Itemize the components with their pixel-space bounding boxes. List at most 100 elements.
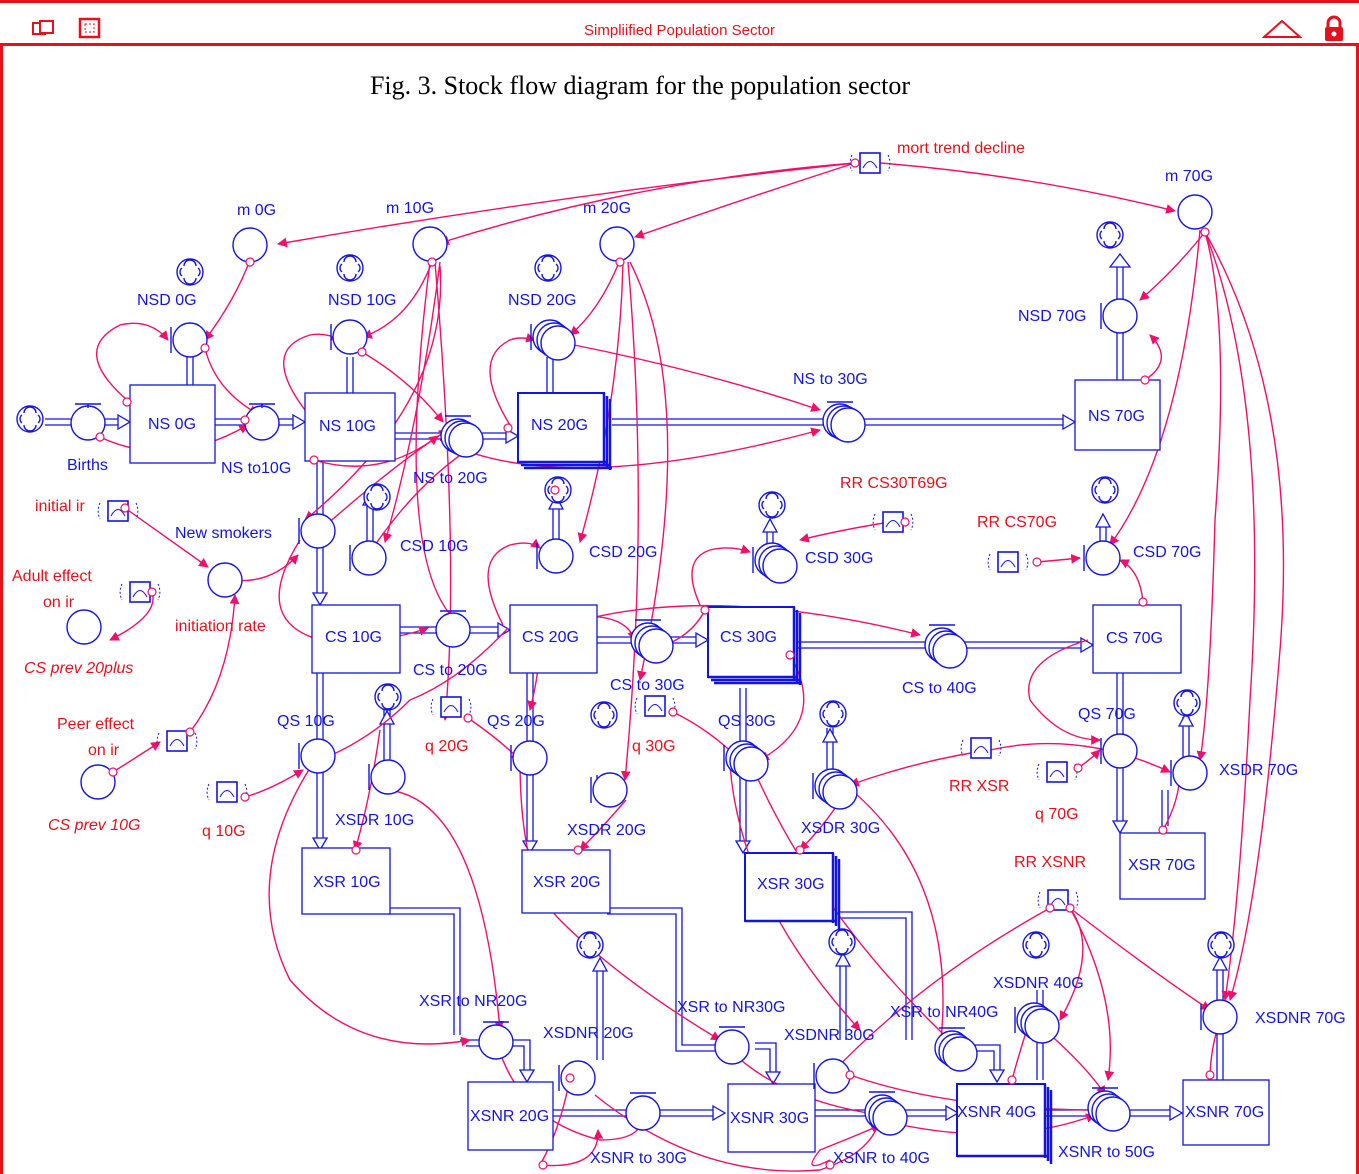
initiation-rate-label: initiation rate xyxy=(175,618,266,635)
cloud-icon xyxy=(576,931,604,959)
lookup-table-icon xyxy=(97,500,139,522)
cloud-icon xyxy=(1173,689,1201,717)
ns-to-10g-valve xyxy=(244,403,280,441)
xsnr-30g-label: XSNR 30G xyxy=(730,1110,809,1127)
lookup-table-icon xyxy=(960,737,1002,759)
xsdr-30g-label: XSDR 30G xyxy=(801,820,880,837)
rr-cs70g-label: RR CS70G xyxy=(977,514,1057,531)
adult-effect-on-ir-label: on ir xyxy=(43,594,75,611)
q-30g-label: q 30G xyxy=(632,738,676,755)
qs-10g-label: QS 10G xyxy=(277,713,335,730)
qs-20g-valve xyxy=(510,740,548,776)
xsnr-to-40g-valve xyxy=(864,1091,908,1136)
lookup-table-icon xyxy=(430,696,472,718)
flow-valves xyxy=(70,298,1238,1136)
peer-effect-on-ir-label: on ir xyxy=(88,742,120,759)
initial-ir-label: initial ir xyxy=(35,498,85,515)
nsd-0g-label: NSD 0G xyxy=(137,292,197,309)
xsr-to-nr20g-valve xyxy=(478,1021,514,1060)
cs-to-30g-valve xyxy=(630,619,674,664)
xsnr-20g-label: XSNR 20G xyxy=(470,1108,549,1125)
xsr-10g-label: XSR 10G xyxy=(313,874,381,891)
xsdr-30g-valve xyxy=(812,768,858,810)
lookup-table-icon xyxy=(849,152,891,174)
xsnr-40g-label: XSNR 40G xyxy=(957,1104,1036,1121)
ns-to-30g-valve xyxy=(822,401,866,443)
xsr-20g-label: XSR 20G xyxy=(533,874,601,891)
m-10g-label: m 10G xyxy=(386,200,434,217)
cloud-icon xyxy=(1096,221,1124,249)
cs-30g-label: CS 30G xyxy=(720,629,777,646)
cs-prev-10g-label: CS prev 10G xyxy=(48,817,140,834)
cs-to-30g-label: CS to 30G xyxy=(610,677,685,694)
peer-effect-label: Peer effect xyxy=(57,716,135,733)
q-10g-label: q 10G xyxy=(202,823,246,840)
nsd-70g-label: NSD 70G xyxy=(1018,308,1086,325)
xsdnr-20g-valve xyxy=(558,1060,596,1096)
xsdr-20g-label: XSDR 20G xyxy=(567,822,646,839)
cloud-icon xyxy=(1091,476,1119,504)
cs-prev-20plus-label: CS prev 20plus xyxy=(24,660,133,677)
xsdnr-20g-label: XSDNR 20G xyxy=(543,1025,634,1042)
cloud-icon xyxy=(1022,931,1050,959)
cloud-icon xyxy=(828,928,856,956)
m-10g-node xyxy=(412,226,448,262)
xsr-to-nr30g-valve xyxy=(714,1026,750,1065)
cs-70g-label: CS 70G xyxy=(1106,630,1163,647)
cloud-icon xyxy=(336,254,364,282)
rr-cs30t69g-label: RR CS30T69G xyxy=(840,475,948,492)
nsd-0g-valve xyxy=(170,322,208,358)
xsnr-to-50g-valve xyxy=(1087,1087,1131,1132)
mort-trend-decline-label: mort trend decline xyxy=(897,140,1025,157)
lookup-table-icon xyxy=(987,551,1029,573)
window-stack-icon[interactable] xyxy=(32,20,56,36)
cs-to-40g-label: CS to 40G xyxy=(902,680,977,697)
q-70g-label: q 70G xyxy=(1035,806,1079,823)
qs-30g-valve xyxy=(723,740,769,782)
lock-icon[interactable] xyxy=(1323,15,1345,43)
csd-70g-label: CSD 70G xyxy=(1133,544,1201,561)
stock-boxes-heavy xyxy=(517,392,1053,1164)
xsdnr-40g-label: XSDNR 40G xyxy=(993,975,1084,992)
q-20g-label: q 20G xyxy=(425,738,469,755)
nsd-20g-valve xyxy=(530,319,576,361)
csd-20g-valve xyxy=(536,538,574,574)
m-70g-node xyxy=(1177,194,1213,230)
xsr-to-nr20g-label: XSR to NR20G xyxy=(419,993,527,1010)
xsnr-to-30g-label: XSNR to 30G xyxy=(590,1150,687,1167)
new-smokers-label: New smokers xyxy=(175,525,272,542)
cs-to-20g-valve xyxy=(435,610,471,648)
cloud-icon xyxy=(16,405,44,433)
ns-to10g-label: NS to10G xyxy=(221,460,291,477)
lookup-icons xyxy=(97,152,1079,911)
xsr-to-nr40g-valve xyxy=(934,1027,978,1072)
labels: mort trend decline m 0G m 10G m 20G m 70… xyxy=(12,140,1346,1167)
m-70g-label: m 70G xyxy=(1165,168,1213,185)
selection-frame-icon[interactable] xyxy=(78,17,102,39)
xsnr-to-30g-valve xyxy=(625,1092,661,1131)
csd-10g-label: CSD 10G xyxy=(400,538,468,555)
m-20g-node xyxy=(599,226,635,262)
qs-20g-label: QS 20G xyxy=(487,713,545,730)
ns-to-20g-valve xyxy=(440,415,484,458)
cloud-icon xyxy=(1207,931,1235,959)
cs-prev-20plus-node xyxy=(66,609,102,645)
xsr-to-nr40g-label: XSR to NR40G xyxy=(890,1004,998,1021)
ns-to-20g-label: NS to 20G xyxy=(413,470,488,487)
xsdnr-30g-valve xyxy=(813,1058,851,1094)
nsd-70g-valve xyxy=(1100,298,1138,334)
xsdr-10g-label: XSDR 10G xyxy=(335,812,414,829)
cs-20g-label: CS 20G xyxy=(522,629,579,646)
cloud-icon xyxy=(534,254,562,282)
triangle-up-icon[interactable] xyxy=(1261,19,1303,39)
xsdr-70g-label: XSDR 70G xyxy=(1219,762,1298,779)
lookup-table-icon xyxy=(206,781,248,803)
xsnr-to-50g-label: XSNR to 50G xyxy=(1058,1144,1155,1161)
cloud-icon xyxy=(374,683,402,711)
m-0g-label: m 0G xyxy=(237,202,276,219)
csd-20g-label: CSD 20G xyxy=(589,544,657,561)
births-label: Births xyxy=(67,457,108,474)
qs-70g-label: QS 70G xyxy=(1078,706,1136,723)
xsdnr-30g-label: XSDNR 30G xyxy=(784,1027,875,1044)
